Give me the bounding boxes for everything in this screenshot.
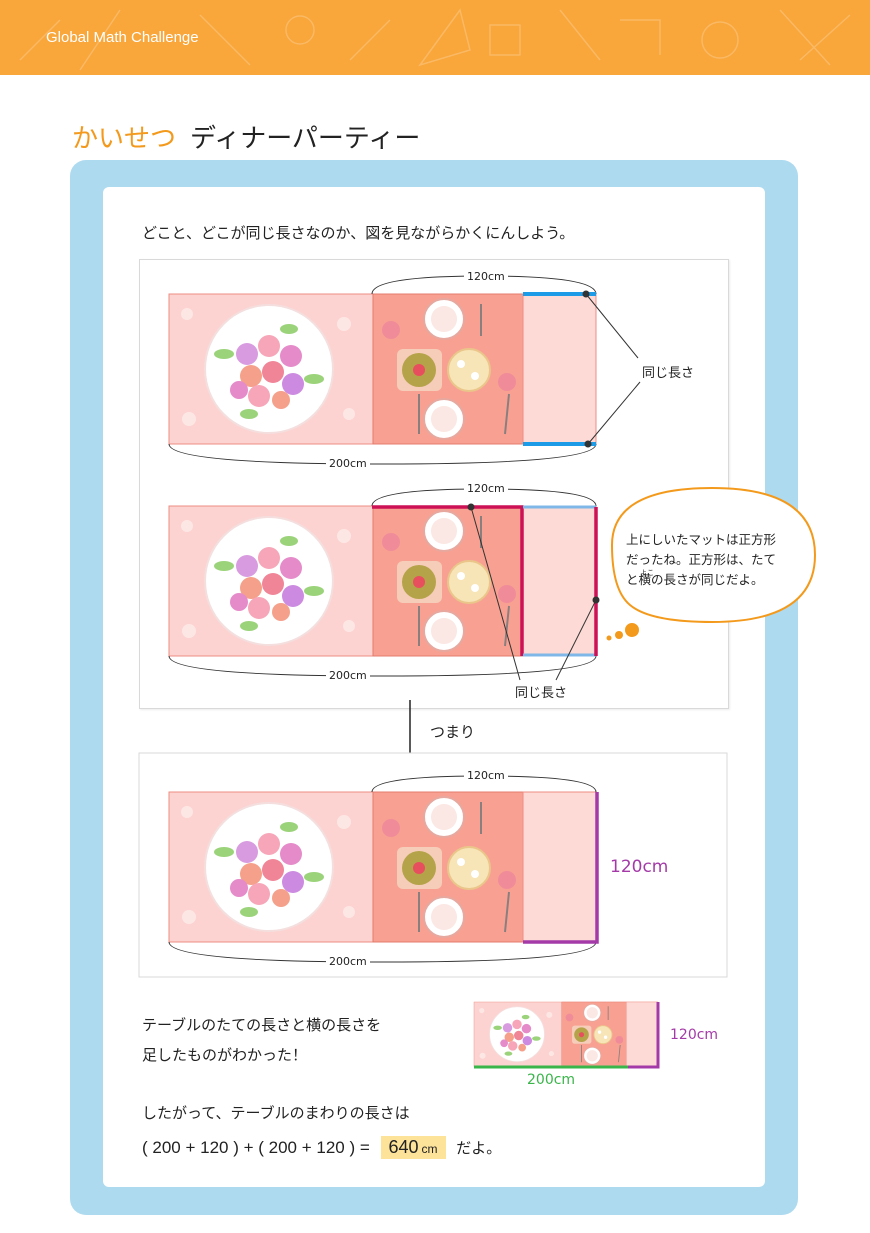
callout-dot-1a — [582, 290, 590, 298]
panel1-callout-label: 同じ長さ — [642, 366, 695, 381]
equation-expression: ( 200 + 120 ) + ( 200 + 120 ) = — [142, 1138, 370, 1157]
mini-bottom-label: 200cm — [527, 1072, 576, 1088]
arrow-label: つまり — [430, 723, 476, 741]
bubble-line-1: 上にしいたマットは正方形 — [626, 532, 777, 547]
callout-line-2a — [470, 506, 521, 681]
speech-bubble — [610, 486, 817, 624]
bubble-dot-large — [625, 623, 639, 637]
panel3-bottom-label: 200cm — [326, 955, 370, 968]
intro-text: どこと、どこが同じ長さなのか、図を見ながらかくにんしよう。 — [142, 224, 575, 242]
brace-bottom-2 — [168, 655, 597, 677]
bubble-line-3: と横の長さが同じだよ。 — [626, 572, 764, 587]
panel1-bottom-label: 200cm — [326, 457, 370, 470]
panel3-top-label: 120cm — [464, 769, 508, 782]
callout-dot-1b — [584, 440, 592, 448]
bubble-dot-medium — [615, 631, 623, 639]
highlight-purple-edge — [523, 792, 599, 944]
panel2-bottom-label: 200cm — [326, 669, 370, 682]
page-title-label: かいせつ — [72, 124, 177, 154]
brace-bottom-1 — [168, 443, 597, 465]
mini-table — [473, 1001, 659, 1067]
brace-bottom-3 — [168, 941, 597, 963]
bubble-text: 上にしいたマットは正方形 だったね。正方形は、たて と横の長さが同じだよ。 — [626, 530, 776, 590]
callout-line-1a — [585, 293, 639, 359]
panel3-side-label: 120cm — [610, 857, 669, 877]
table-illustration-1 — [168, 293, 597, 445]
summary-line-2: 足したものがわかった！ — [142, 1046, 308, 1064]
highlight-crimson-square — [372, 505, 524, 656]
page-title: かいせつディナーパーティー — [72, 118, 420, 155]
callout-line-2b — [555, 599, 597, 681]
table-illustration-2 — [168, 505, 597, 657]
page-title-name: ディナーパーティー — [190, 124, 421, 154]
answer-unit: cm — [421, 1142, 438, 1156]
header-banner: Global Math Challenge — [0, 0, 870, 75]
bubble-ruby: よこ — [640, 569, 654, 577]
panel2-callout-label: 同じ長さ — [515, 686, 568, 701]
answer-value: 640 — [388, 1137, 419, 1157]
bubble-line-2: だったね。正方形は、たて — [626, 552, 777, 567]
bubble-dot-small — [606, 635, 612, 641]
callout-dot-2b — [592, 596, 600, 604]
summary-line-1: テーブルのたての長さと横の長さを — [142, 1016, 382, 1034]
mini-purple-edge — [628, 1002, 660, 1069]
equation-tail: だよ。 — [456, 1140, 502, 1157]
header-title: Global Math Challenge — [46, 29, 199, 46]
callout-dot-2a — [467, 503, 475, 511]
panel1-top-label: 120cm — [464, 270, 508, 283]
callout-line-1b — [587, 381, 641, 445]
panel2-top-label: 120cm — [464, 482, 508, 495]
table-illustration-3 — [168, 791, 597, 943]
header-pattern — [19, 8, 851, 71]
mini-side-label: 120cm — [670, 1027, 719, 1043]
summary-line-3: したがって、テーブルのまわりの長さは — [142, 1104, 410, 1122]
